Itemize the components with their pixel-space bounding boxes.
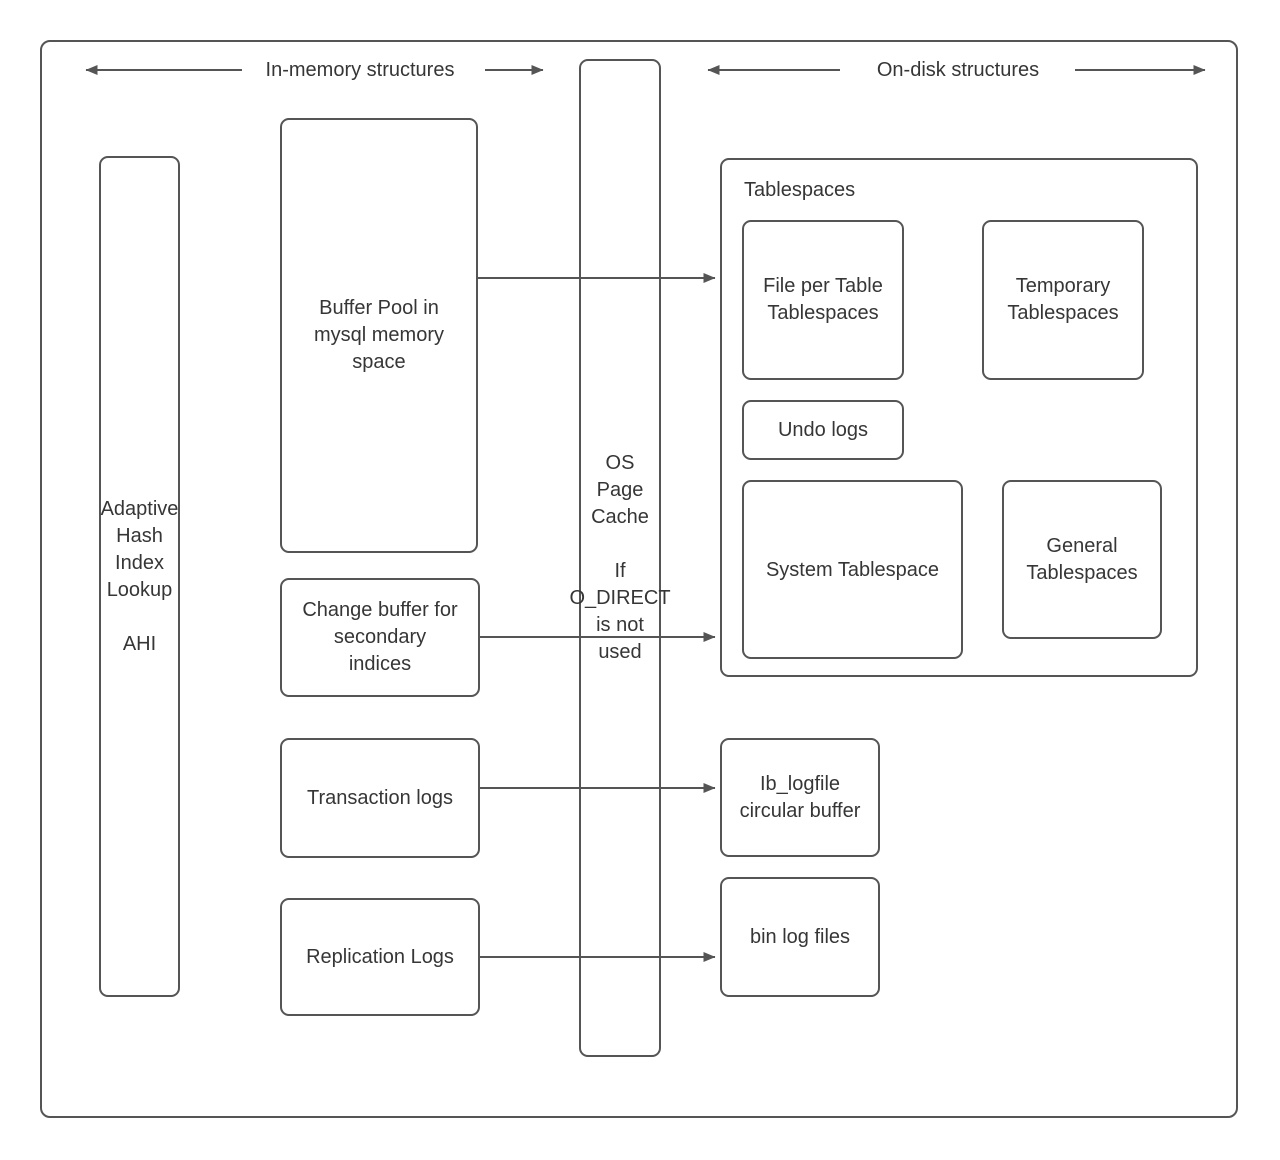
node-replication-logs: Replication Logs: [280, 898, 480, 1016]
adaptive-hash-index-title: Adaptive Hash Index Lookup: [100, 497, 179, 601]
temporary-tablespaces-label: Temporary Tablespaces: [1007, 275, 1119, 324]
node-ib-logfile: Ib_logfile circular buffer: [720, 738, 880, 857]
node-file-per-table-tablespaces: File per Table Tablespaces: [742, 220, 904, 380]
transaction-logs-label: Transaction logs: [307, 787, 453, 809]
system-tablespace-label: System Tablespace: [765, 558, 940, 581]
node-transaction-logs: Transaction logs: [280, 738, 480, 858]
bin-log-files-label: bin log files: [749, 926, 851, 948]
node-adaptive-hash-index: Adaptive Hash Index Lookup AHI: [99, 156, 180, 997]
tablespaces-group-label: Tablespaces: [744, 179, 856, 201]
node-system-tablespace: System Tablespace: [742, 480, 963, 659]
undo-logs-label: Undo logs: [777, 419, 869, 441]
file-per-table-tablespaces-label: File per Table Tablespaces: [763, 275, 883, 324]
os-page-cache-title: OS Page Cache: [591, 452, 649, 528]
in-memory-structures-label: In-memory structures: [265, 59, 455, 81]
node-buffer-pool: Buffer Pool in mysql memory space: [280, 118, 478, 553]
node-bin-log-files: bin log files: [720, 877, 880, 997]
node-os-page-cache: OS Page Cache If O_DIRECT is not used: [569, 59, 671, 1057]
node-undo-logs: Undo logs: [742, 400, 904, 460]
change-buffer-label: Change buffer for secondary indices: [302, 599, 458, 675]
group-tablespaces: Tablespaces File per Table Tablespaces T…: [720, 158, 1198, 677]
node-change-buffer: Change buffer for secondary indices: [280, 578, 480, 697]
node-temporary-tablespaces: Temporary Tablespaces: [982, 220, 1144, 380]
os-page-cache-condition: If O_DIRECT is not used: [569, 560, 671, 663]
buffer-pool-label: Buffer Pool in mysql memory space: [313, 297, 444, 373]
ahi-abbr-label: AHI: [122, 632, 157, 655]
ib-logfile-label: Ib_logfile circular buffer: [739, 772, 861, 822]
node-general-tablespaces: General Tablespaces: [1002, 480, 1162, 639]
general-tablespaces-label: General Tablespaces: [1026, 534, 1138, 584]
on-disk-structures-label: On-disk structures: [876, 59, 1040, 81]
replication-logs-label: Replication Logs: [306, 946, 454, 968]
